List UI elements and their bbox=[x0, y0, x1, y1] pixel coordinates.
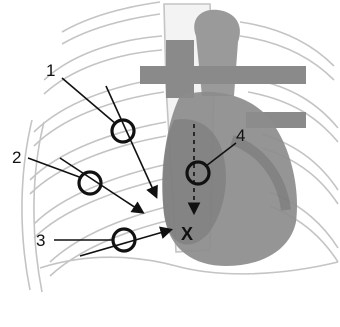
label-4: 4 bbox=[236, 126, 245, 145]
marker-circle-3 bbox=[113, 229, 135, 251]
label-1: 1 bbox=[46, 61, 55, 80]
leader-line-1 bbox=[62, 78, 116, 124]
label-2: 2 bbox=[12, 148, 21, 167]
label-3: 3 bbox=[36, 231, 45, 250]
target-x-label: X bbox=[181, 224, 193, 244]
diaphragm-line bbox=[40, 257, 338, 274]
